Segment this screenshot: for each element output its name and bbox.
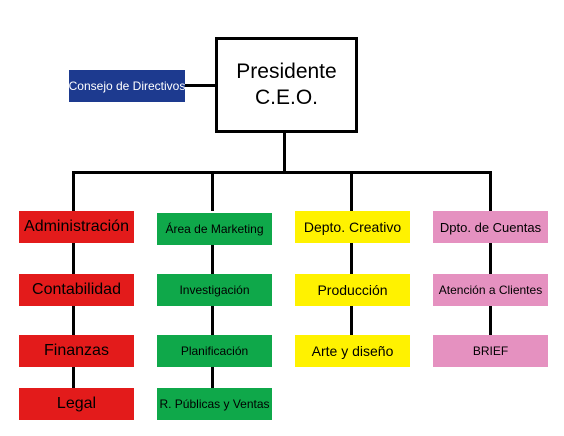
board-label: Consejo de Directivos <box>68 79 186 93</box>
admin-child-legal: Legal <box>19 388 134 420</box>
creativo-child-arte: Arte y diseño <box>295 335 410 367</box>
dept-head-creativo: Depto. Creativo <box>295 211 410 243</box>
connector-creativo-top <box>350 171 353 211</box>
president-subtitle: C.E.O. <box>254 86 318 109</box>
connector-marketing-column <box>211 243 214 388</box>
board-box: Consejo de Directivos <box>69 70 185 102</box>
dept-head-cuentas: Dpto. de Cuentas <box>433 211 548 243</box>
marketing-child-rpublicas: R. Públicas y Ventas <box>157 388 272 420</box>
connector-admin-top <box>72 171 75 211</box>
dept-head-admin: Administración <box>19 211 134 243</box>
marketing-child-planificacion: Planificación <box>157 335 272 367</box>
cuentas-child-atencion: Atención a Clientes <box>433 274 548 306</box>
connector-admin-column <box>72 243 75 388</box>
marketing-child-investigacion: Investigación <box>157 274 272 306</box>
president-title: Presidente <box>236 60 337 83</box>
connector-cuentas-top <box>489 171 492 211</box>
connector-marketing-top <box>211 171 214 211</box>
president-box: Presidente C.E.O. <box>215 37 358 133</box>
dept-head-marketing: Área de Marketing <box>157 213 272 245</box>
admin-child-contabilidad: Contabilidad <box>19 274 134 306</box>
connector-board <box>184 84 218 87</box>
admin-child-finanzas: Finanzas <box>19 335 134 367</box>
connector-ceo-down <box>283 131 286 174</box>
creativo-child-produccion: Producción <box>295 274 410 306</box>
connector-horizontal-bar <box>73 171 492 174</box>
cuentas-child-brief: BRIEF <box>433 335 548 367</box>
